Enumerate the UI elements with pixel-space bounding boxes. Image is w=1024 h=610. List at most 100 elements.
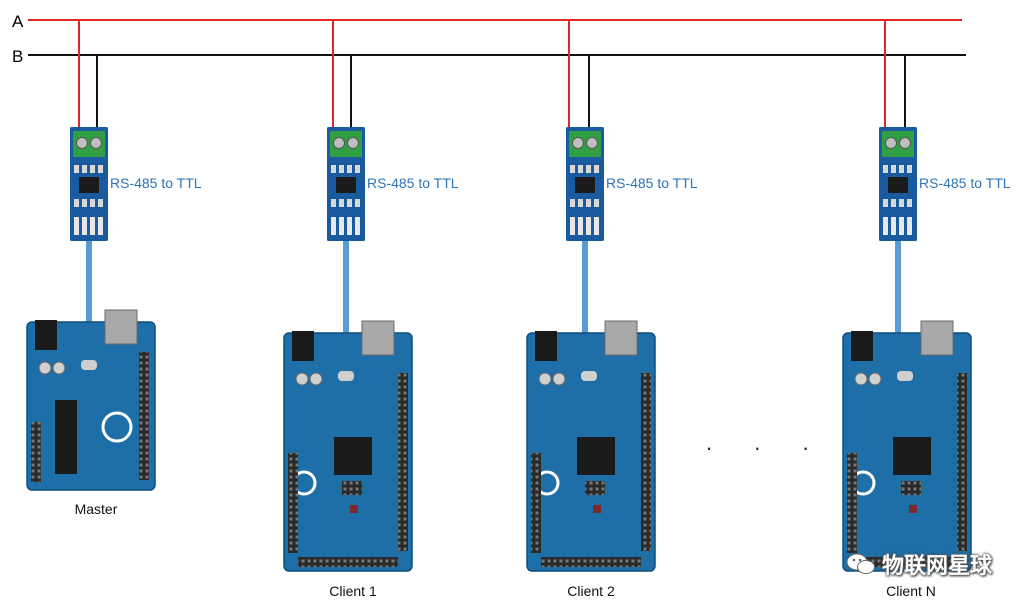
- capacitor: [309, 372, 323, 386]
- component: [90, 165, 95, 173]
- power-jack: [535, 331, 557, 361]
- component: [339, 165, 344, 173]
- component: [347, 165, 352, 173]
- component: [891, 165, 896, 173]
- reset-button: [350, 505, 358, 513]
- icsp-header: [585, 481, 605, 495]
- header-pin: [570, 217, 575, 235]
- screw-icon: [572, 137, 584, 149]
- usb-port: [920, 320, 954, 356]
- component: [907, 199, 912, 207]
- chip: [888, 177, 908, 193]
- converter-label: RS-485 to TTL: [919, 175, 1011, 191]
- header-pins: [288, 453, 298, 553]
- converter-label: RS-485 to TTL: [367, 175, 459, 191]
- header-pin: [331, 217, 336, 235]
- bus-b-label: B: [12, 47, 23, 66]
- header-pin: [899, 217, 904, 235]
- component: [98, 199, 103, 207]
- watermark: 物联网星球: [846, 548, 992, 580]
- component: [570, 165, 575, 173]
- header-pins: [139, 352, 149, 480]
- component: [82, 199, 87, 207]
- screw-icon: [90, 137, 102, 149]
- arduino-logo-icon: [101, 411, 133, 443]
- component: [586, 199, 591, 207]
- header-pin: [347, 217, 352, 235]
- chip: [575, 177, 595, 193]
- screw-icon: [885, 137, 897, 149]
- component: [74, 165, 79, 173]
- node-client-2: RS-485 to TTL Client 2: [526, 20, 698, 599]
- node-label: Client N: [886, 583, 936, 599]
- wechat-icon: [846, 553, 875, 574]
- capacitor: [38, 361, 52, 375]
- capacitor: [295, 372, 309, 386]
- header-pin: [907, 217, 912, 235]
- ellipsis: . . .: [706, 430, 827, 455]
- component: [883, 165, 888, 173]
- crystal: [338, 371, 354, 381]
- header-pin: [883, 217, 888, 235]
- crystal: [81, 360, 97, 370]
- bottom-header: [857, 557, 957, 567]
- screw-icon: [347, 137, 359, 149]
- mcu-chip: [577, 437, 615, 475]
- power-jack: [292, 331, 314, 361]
- component: [355, 165, 360, 173]
- node-label: Client 2: [567, 583, 615, 599]
- header-pin: [355, 217, 360, 235]
- node-client-1: RS-485 to TTL Client 1: [283, 20, 459, 599]
- capacitor: [552, 372, 566, 386]
- usb-port: [104, 309, 138, 345]
- header-pins: [847, 453, 857, 553]
- header-pins: [31, 422, 41, 482]
- usb-port: [361, 320, 395, 356]
- component: [331, 165, 336, 173]
- capacitor: [868, 372, 882, 386]
- chip: [79, 177, 99, 193]
- reset-button: [593, 505, 601, 513]
- component: [570, 199, 575, 207]
- crystal: [581, 371, 597, 381]
- capacitor: [538, 372, 552, 386]
- header-pins: [531, 453, 541, 553]
- chip: [336, 177, 356, 193]
- component: [347, 199, 352, 207]
- converter-label: RS-485 to TTL: [110, 175, 202, 191]
- component: [883, 199, 888, 207]
- power-jack: [851, 331, 873, 361]
- component: [578, 199, 583, 207]
- component: [82, 165, 87, 173]
- header-pins: [957, 373, 967, 551]
- component: [899, 165, 904, 173]
- usb-port: [604, 320, 638, 356]
- component: [74, 199, 79, 207]
- icsp-header: [901, 481, 921, 495]
- icsp-header: [342, 481, 362, 495]
- mcu-chip: [55, 400, 77, 474]
- component: [578, 165, 583, 173]
- converter-label: RS-485 to TTL: [606, 175, 698, 191]
- header-pins: [641, 373, 651, 551]
- capacitor: [52, 361, 66, 375]
- bottom-header: [298, 557, 398, 567]
- header-pin: [98, 217, 103, 235]
- capacitor: [854, 372, 868, 386]
- mcu-chip: [334, 437, 372, 475]
- header-pins: [398, 373, 408, 551]
- header-pin: [891, 217, 896, 235]
- header-pin: [339, 217, 344, 235]
- node-client-3: RS-485 to TTL Client N: [842, 20, 1011, 599]
- screw-icon: [333, 137, 345, 149]
- watermark-text: 物联网星球: [881, 554, 992, 579]
- component: [331, 199, 336, 207]
- header-pin: [74, 217, 79, 235]
- header-pin: [90, 217, 95, 235]
- bottom-header: [541, 557, 641, 567]
- node-label: Client 1: [329, 583, 377, 599]
- screw-icon: [899, 137, 911, 149]
